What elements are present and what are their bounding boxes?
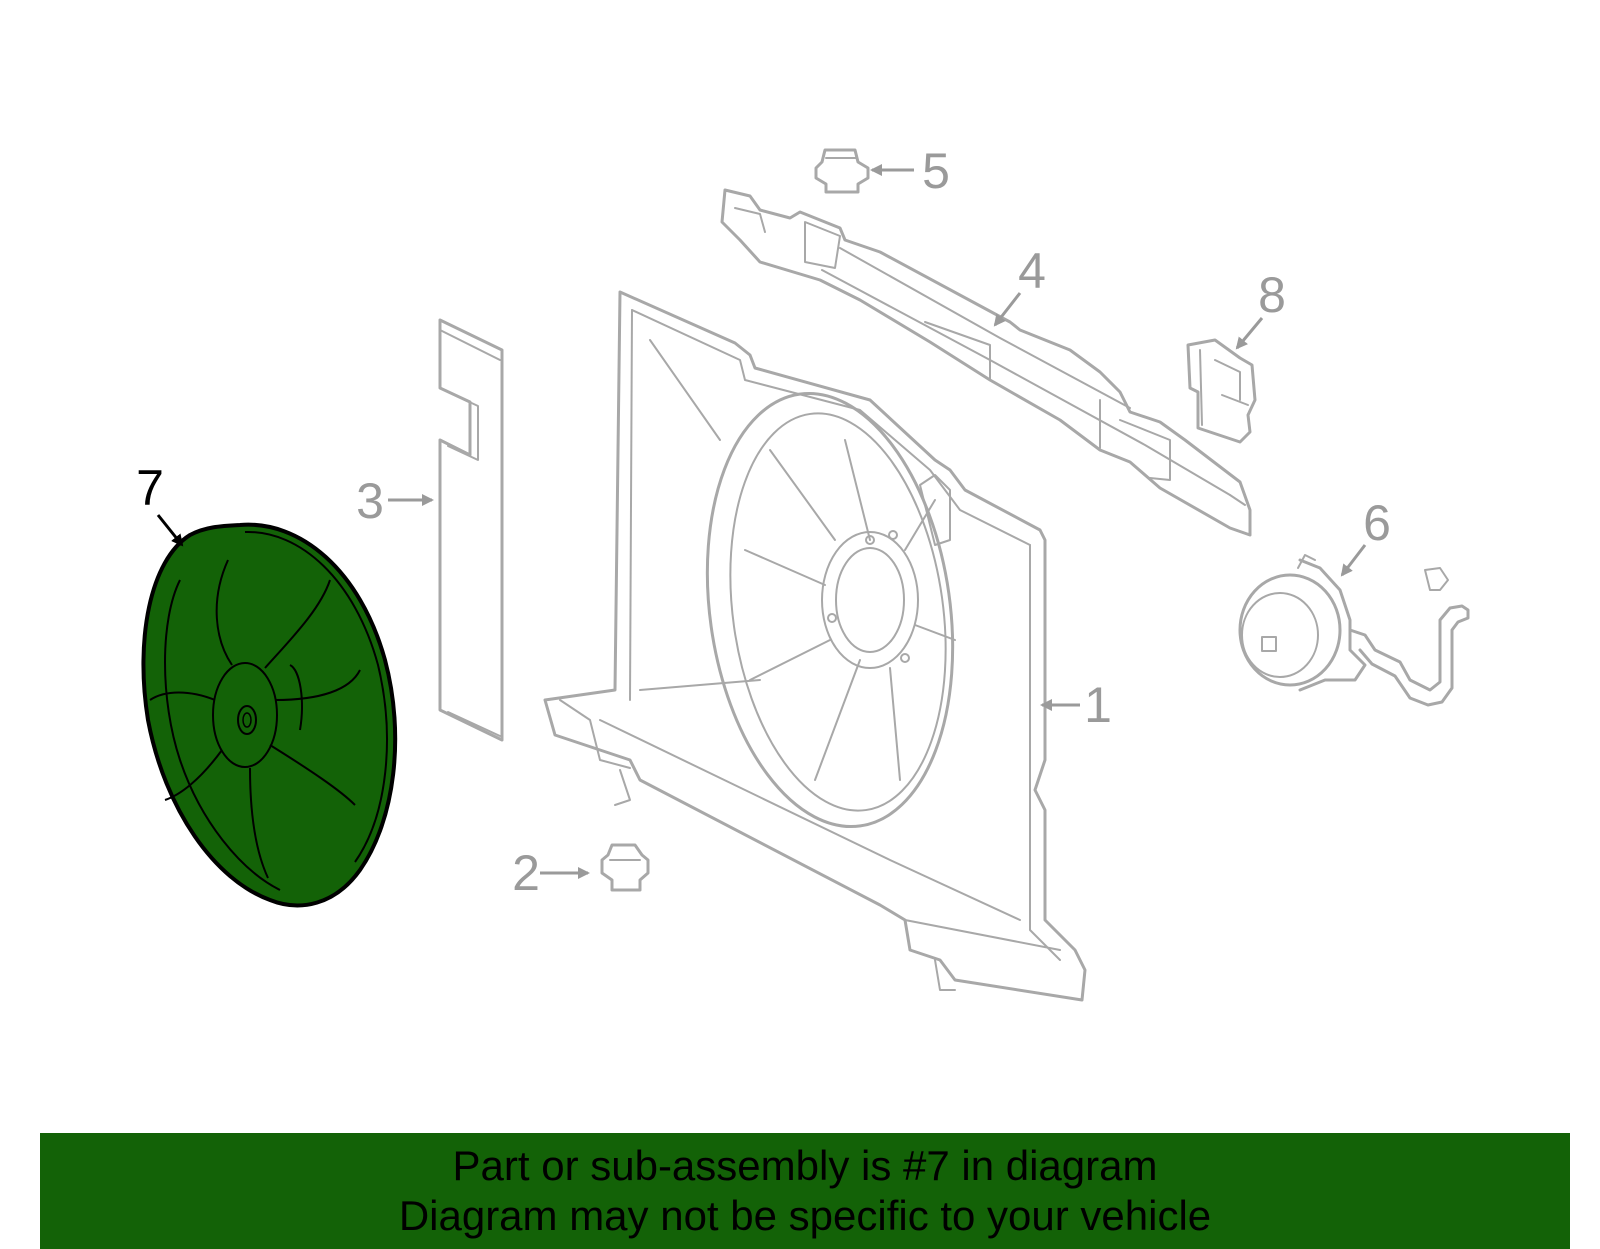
callout-arrow-4 [993,292,1022,327]
banner-line-disclaimer: Diagram may not be specific to your vehi… [398,1192,1212,1239]
part-3-seal[interactable] [438,318,504,742]
callout-8: 8 [1258,267,1286,323]
parts-diagram: 1 2 3 4 5 6 7 8 [136,143,1470,1002]
callout-arrow-8 [1235,317,1264,350]
callout-5: 5 [922,143,950,199]
banner-line-part: Part or sub-assembly is #7 in diagram [452,1142,1158,1189]
part-2-grommet[interactable] [600,843,650,892]
part-6-motor[interactable] [1238,554,1470,707]
info-banner: Part or sub-assembly is #7 in diagram Di… [40,1133,1570,1249]
part-5-clip[interactable] [814,148,870,194]
callout-1: 1 [1084,677,1112,733]
callout-7: 7 [136,460,164,516]
callout-3: 3 [356,473,384,529]
part-8-connector[interactable] [1186,338,1257,444]
callout-6: 6 [1363,495,1391,551]
callout-4: 4 [1018,243,1046,299]
callout-2: 2 [512,845,540,901]
part-4-support-bar[interactable] [720,188,1252,537]
part-1-fan-shroud[interactable] [543,290,1087,1002]
callout-arrow-6 [1340,544,1367,577]
part-7-fan[interactable] [141,522,398,908]
callout-arrow-7 [156,514,184,547]
